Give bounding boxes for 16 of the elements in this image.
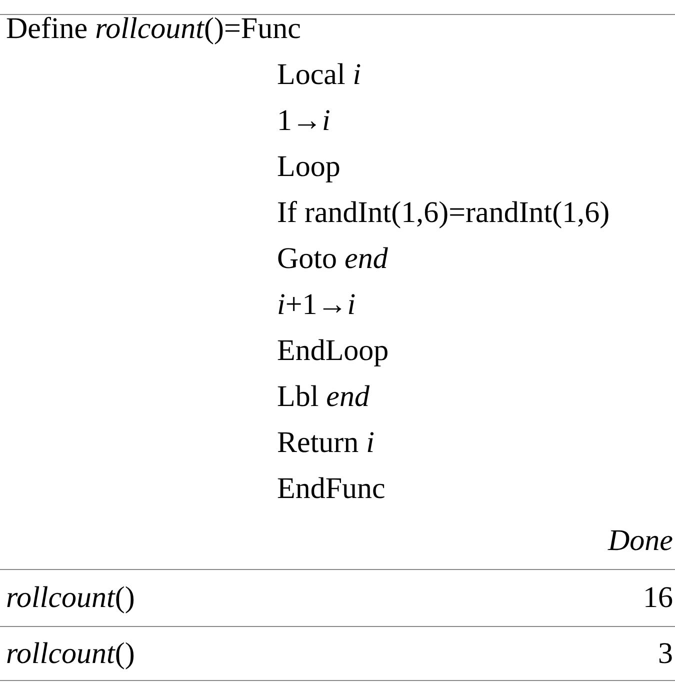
- output-value: 16: [643, 581, 673, 615]
- code-line: i+1→i: [277, 288, 356, 322]
- code-line: EndLoop: [277, 334, 389, 368]
- code-line: EndFunc: [277, 472, 386, 506]
- code-line: Return i: [277, 426, 374, 460]
- code-line: Loop: [277, 150, 340, 184]
- code-line: If randInt(1,6)=randInt(1,6): [277, 196, 610, 230]
- result-text: Done: [608, 524, 673, 558]
- code-line: 1→i: [277, 104, 330, 138]
- command-text: rollcount(): [6, 637, 135, 671]
- code-line: Goto end: [277, 242, 388, 276]
- code-line: Local i: [277, 58, 362, 92]
- code-line: Lbl end: [277, 380, 370, 414]
- output-value: 3: [658, 637, 673, 671]
- command-text: rollcount(): [6, 581, 135, 615]
- command-text: Define rollcount()=Func: [6, 12, 301, 46]
